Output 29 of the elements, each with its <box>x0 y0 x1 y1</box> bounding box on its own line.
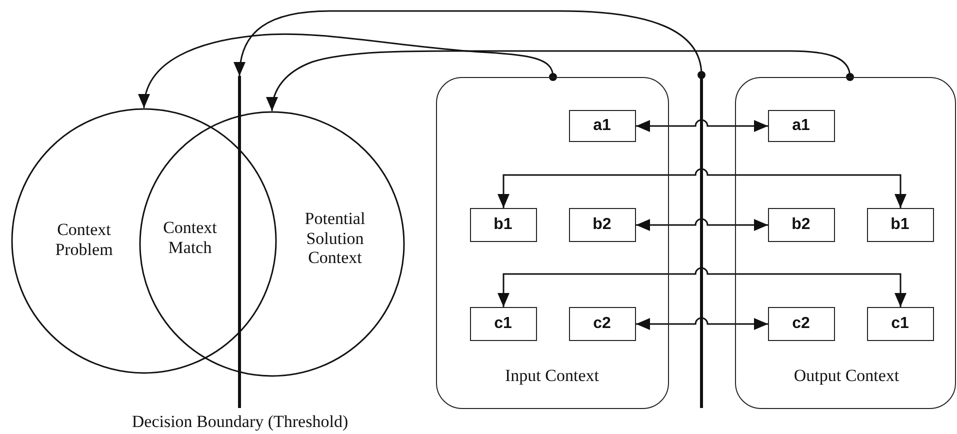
boundary-caption: Decision Boundary (Threshold) <box>130 412 350 432</box>
arrow <box>266 50 854 112</box>
boundary-line <box>238 76 241 408</box>
double-arrow <box>498 168 906 208</box>
element-box: b2 <box>768 208 834 242</box>
venn-circle <box>11 108 277 374</box>
circle-label: Potential Solution Context <box>304 209 366 268</box>
venn-circle <box>139 111 405 377</box>
arrow <box>139 33 557 108</box>
circle-label: Context Problem <box>54 220 114 260</box>
element-box: c2 <box>568 306 636 340</box>
element-box: c1 <box>866 306 934 340</box>
double-arrow <box>636 218 768 231</box>
element-box: c1 <box>470 306 536 340</box>
panel-label: Input Context <box>504 366 600 386</box>
double-arrow <box>636 317 768 330</box>
element-box: a1 <box>768 110 834 142</box>
element-box: a1 <box>568 110 636 142</box>
overlap-label: Context Match <box>162 218 218 258</box>
double-arrow <box>636 119 768 132</box>
double-arrow <box>498 268 906 307</box>
arrow <box>234 10 706 79</box>
element-box: b1 <box>470 208 536 242</box>
context-panel <box>436 77 669 409</box>
context-panel <box>735 77 956 409</box>
panel-label: Output Context <box>792 366 900 386</box>
element-box: c2 <box>768 306 834 340</box>
element-box: b2 <box>568 208 636 242</box>
element-box: b1 <box>866 208 934 242</box>
